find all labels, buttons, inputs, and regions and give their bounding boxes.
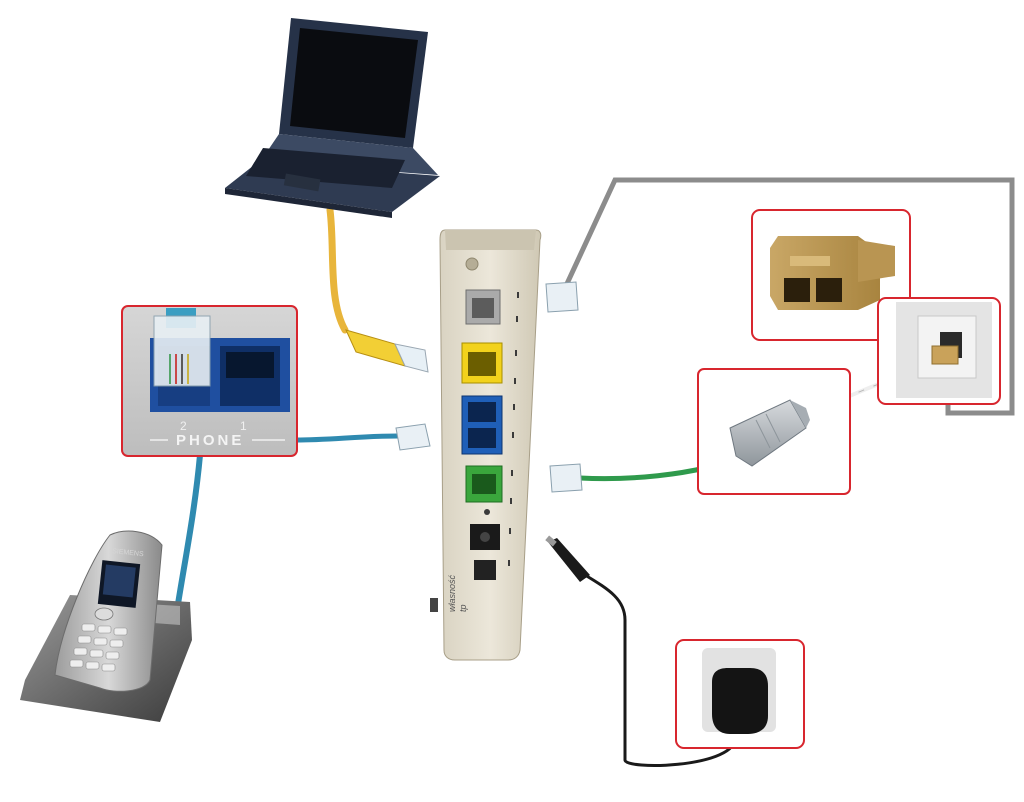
power-switch	[474, 560, 496, 580]
cordless-phone-icon: SIEMENS	[20, 530, 192, 722]
blue-phone-cable-router	[295, 433, 399, 443]
router-icon: własność tp	[430, 229, 542, 661]
keypad	[69, 623, 128, 672]
rj11-plug-in-panel	[153, 308, 211, 387]
rj11-dsl-plug	[549, 463, 583, 493]
phone-port-panel: 2 1 PHONE	[121, 305, 298, 457]
wall-socket-icon	[896, 302, 992, 398]
blue-phone-cable-handset	[175, 454, 203, 605]
side-vent-slots	[508, 292, 519, 566]
phone-port-1-number: 1	[240, 419, 247, 433]
power-adapter-box	[675, 639, 805, 749]
phone-port-label: PHONE	[176, 432, 244, 449]
rj11-line-plug	[545, 281, 579, 313]
black-power-cable	[584, 573, 737, 767]
yellow-ethernet-cable	[326, 206, 349, 334]
rj45-connector-icon	[345, 329, 429, 373]
rj11-connector-icon	[395, 423, 431, 451]
splitter-box	[751, 209, 911, 341]
router-brand-line1: własność	[447, 574, 457, 612]
handset-brand: SIEMENS	[112, 548, 144, 558]
microfilter-icon	[729, 399, 810, 467]
laptop-icon	[225, 18, 440, 218]
phone-ports	[461, 395, 503, 455]
wall-socket-box	[877, 297, 1001, 405]
phone-port-1	[220, 346, 280, 406]
microfilter-box	[697, 368, 851, 495]
line-port	[465, 289, 501, 325]
ethernet-port	[461, 342, 503, 384]
splitter-icon	[770, 236, 895, 310]
reset-button	[484, 509, 490, 515]
power-adapter-icon	[702, 648, 776, 734]
dsl-port	[465, 465, 503, 503]
phone-port-2-number: 2	[180, 419, 187, 433]
router-brand-line2: tp	[458, 604, 468, 612]
power-plug	[545, 535, 590, 582]
